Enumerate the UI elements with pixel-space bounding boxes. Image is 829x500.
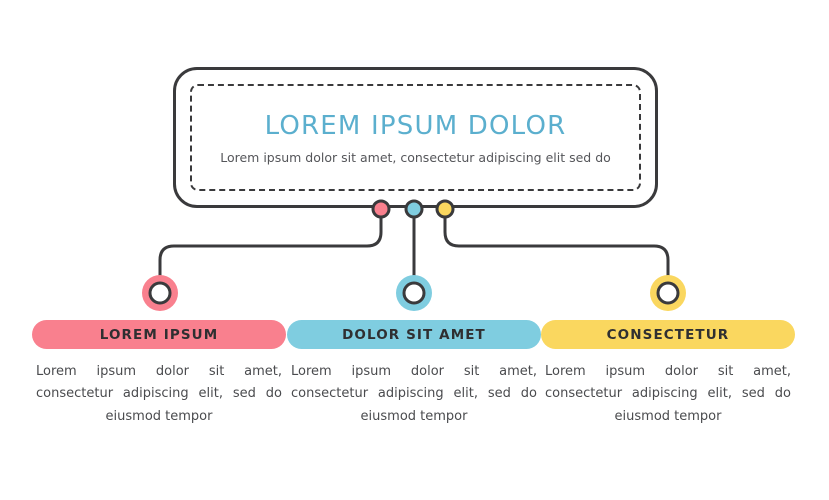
column-consectetur: CONSECTETUR Lorem ipsum dolor sit amet, … (541, 320, 795, 428)
column-label-pill-1[interactable]: DOLOR SIT AMET (287, 320, 541, 349)
connector-path-pink (158, 207, 383, 295)
column-label-pill-2[interactable]: CONSECTETUR (541, 320, 795, 349)
marker-ring-blue (402, 281, 426, 305)
page-title: LOREM IPSUM DOLOR (264, 110, 567, 141)
marker-ring-yellow (656, 281, 680, 305)
node-dot-blue (404, 199, 424, 219)
column-lorem-ipsum: LOREM IPSUM Lorem ipsum dolor sit amet, … (32, 320, 286, 428)
node-dot-yellow (435, 199, 455, 219)
column-label-pill-0[interactable]: LOREM IPSUM (32, 320, 286, 349)
column-body-2: Lorem ipsum dolor sit amet, consectetur … (545, 364, 791, 424)
page-subtitle: Lorem ipsum dolor sit amet, consectetur … (220, 149, 611, 165)
connector-path-yellow (443, 207, 670, 295)
column-body-0: Lorem ipsum dolor sit amet, consectetur … (36, 364, 282, 424)
marker-ring-pink (148, 281, 172, 305)
node-dot-pink (371, 199, 391, 219)
column-dolor-sit-amet: DOLOR SIT AMET Lorem ipsum dolor sit ame… (287, 320, 541, 428)
column-body-1: Lorem ipsum dolor sit amet, consectetur … (291, 364, 537, 424)
header-dashed-frame: LOREM IPSUM DOLOR Lorem ipsum dolor sit … (190, 84, 641, 191)
